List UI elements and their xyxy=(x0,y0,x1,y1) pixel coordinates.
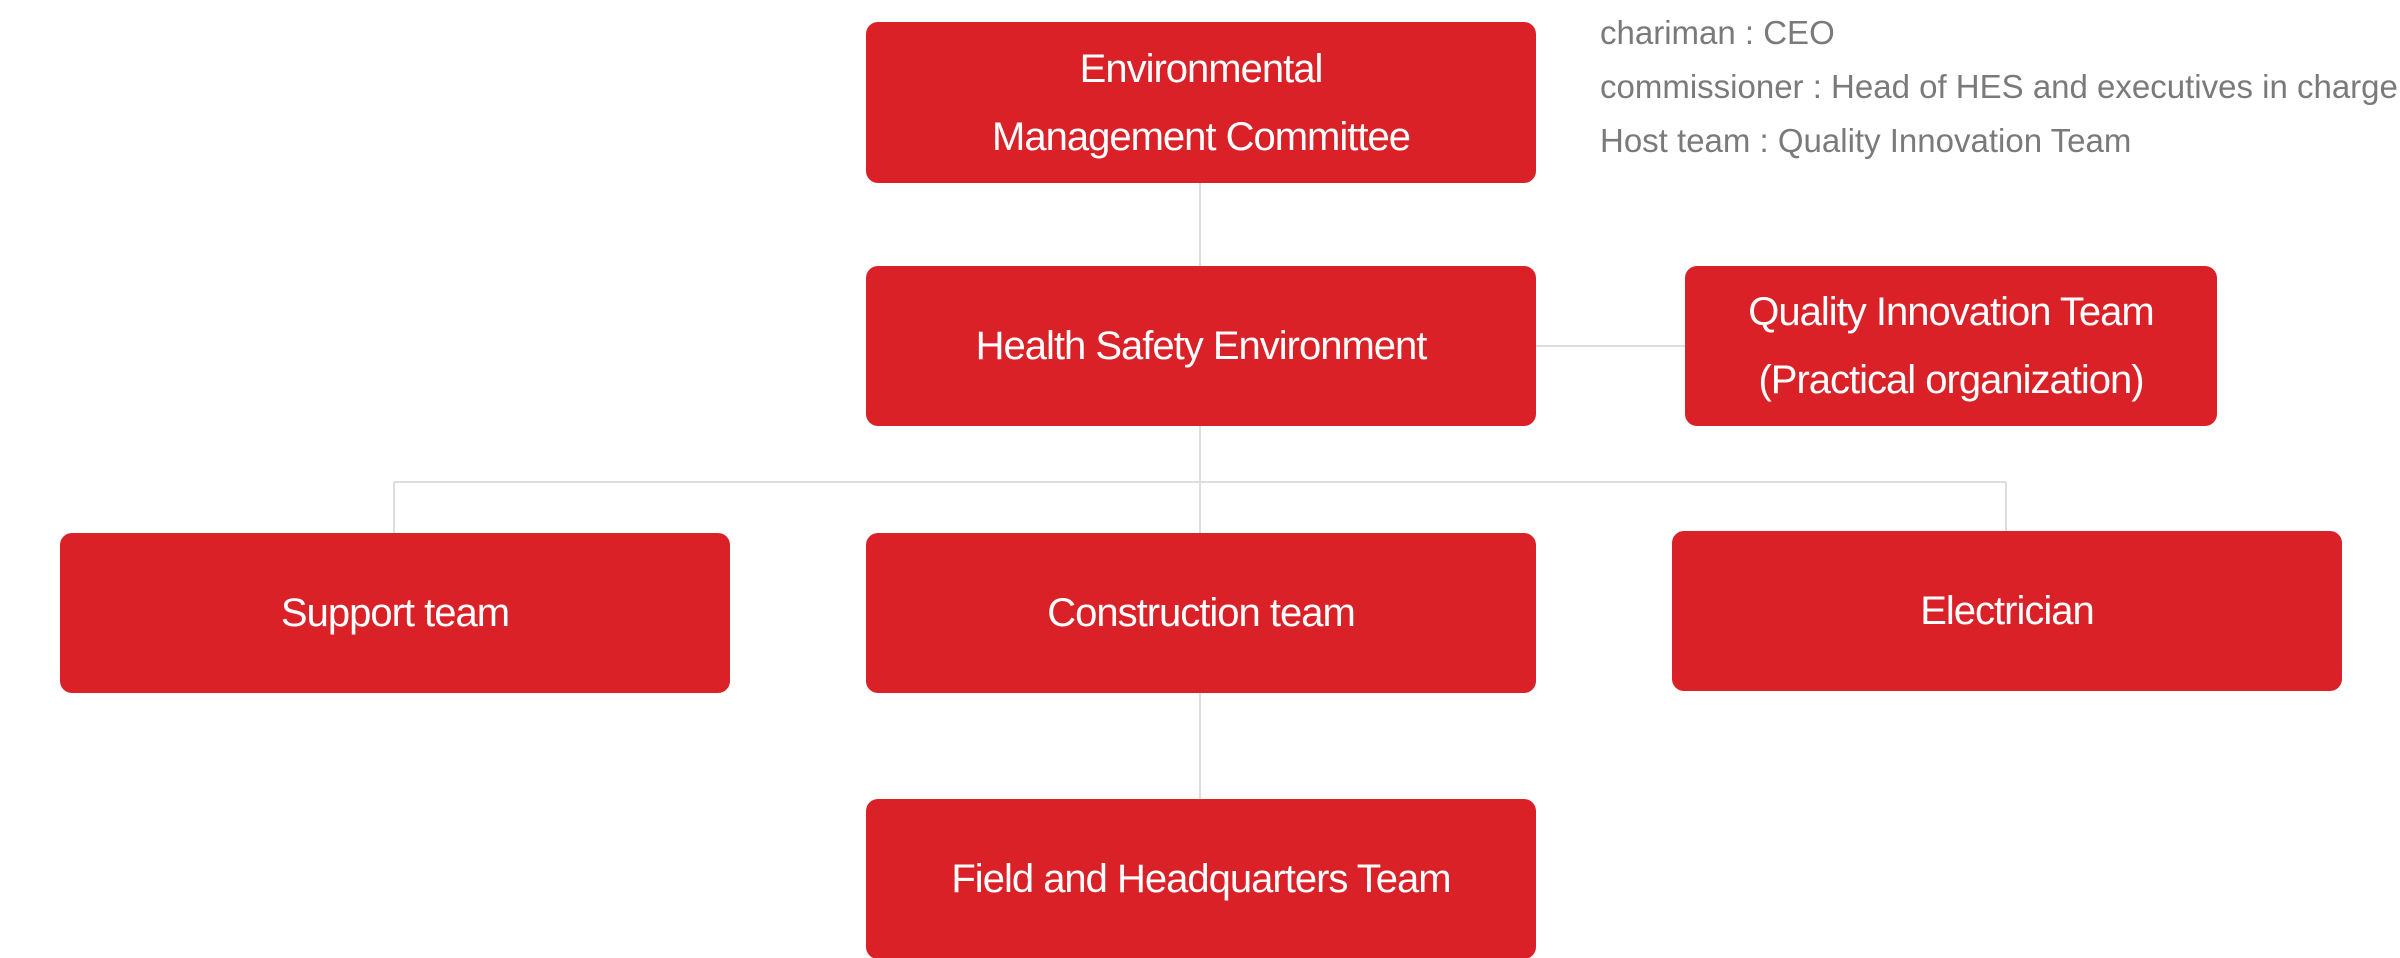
node-label: Environmental Management Committee xyxy=(992,46,1411,159)
node-label: Construction team xyxy=(1047,591,1356,635)
committee-info: chariman : CEO commissioner : Head of HE… xyxy=(1600,6,2398,168)
node-label: Field and Headquarters Team xyxy=(951,857,1451,901)
node-label: Health Safety Environment xyxy=(975,324,1428,368)
node-construction-team: Construction team xyxy=(866,533,1536,693)
node-label: Support team xyxy=(280,591,510,635)
node-environmental-management-committee: Environmental Management Committee xyxy=(866,22,1536,183)
node-label: Quality Innovation Team (Practical organ… xyxy=(1748,290,2154,402)
node-label: Electrician xyxy=(1920,589,2095,633)
node-health-safety-environment: Health Safety Environment xyxy=(866,266,1536,426)
node-field-and-headquarters-team: Field and Headquarters Team xyxy=(866,799,1536,958)
node-support-team: Support team xyxy=(60,533,730,693)
node-quality-innovation-team: Quality Innovation Team (Practical organ… xyxy=(1685,266,2217,426)
node-electrician: Electrician xyxy=(1672,531,2342,691)
info-host-team: Host team : Quality Innovation Team xyxy=(1600,122,2132,159)
info-chairman: chariman : CEO xyxy=(1600,14,1835,51)
info-commissioner: commissioner : Head of HES and executive… xyxy=(1600,68,2398,105)
